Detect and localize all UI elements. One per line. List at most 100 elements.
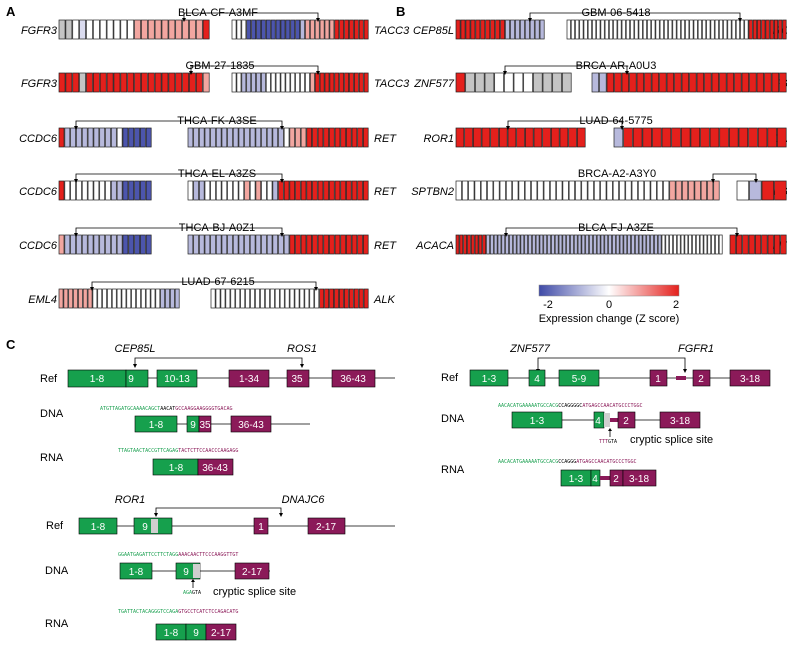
exon-cell-right	[621, 19, 626, 40]
exon-cell-left	[559, 127, 569, 148]
exon-cell-right	[614, 72, 622, 93]
exon-cell-right	[779, 72, 787, 93]
fusion-diagram-ror1-dnajc6: ROR1 DNAJC6 Ref 1-8 9 1 2-17 DNA GGAATGA…	[45, 494, 395, 641]
exon-cell-left	[625, 180, 632, 201]
exon-cell-right	[300, 180, 307, 201]
exon-cell-left	[653, 234, 658, 255]
fusion-junction-line	[505, 227, 738, 236]
exon-cell-right	[346, 127, 352, 148]
exon-cell-right	[198, 180, 205, 201]
exon-cell-right	[246, 72, 252, 93]
exon-label: 2	[623, 416, 629, 427]
exon-cell-left	[134, 19, 141, 40]
exon-cell-right	[754, 234, 762, 255]
exon-cell-right	[351, 127, 358, 148]
exon-cell-right	[215, 127, 222, 148]
gene-5prime-label: FGFR3	[21, 25, 58, 37]
exon-cell-left	[168, 72, 176, 93]
exon-cell-left	[134, 127, 140, 148]
exon-cell-right	[780, 234, 787, 255]
exon-cell-left	[577, 234, 582, 255]
exon-cell-right	[685, 19, 690, 40]
exon-cell-left	[93, 180, 100, 201]
exon-cell-right	[324, 19, 330, 40]
exon-label: 35	[199, 420, 211, 431]
exon-cell-right	[299, 288, 305, 309]
exon-cell-right	[244, 127, 250, 148]
exon-cell-left	[494, 72, 504, 93]
exon-cell-right	[225, 288, 231, 309]
exon-cell-left	[631, 180, 638, 201]
junction-arrow	[711, 179, 715, 183]
exon-cell-left	[87, 180, 94, 201]
exon-cell-right	[358, 19, 364, 40]
exon-cell-left	[58, 19, 66, 40]
exon-cell-right	[696, 72, 705, 93]
exon-cell-left	[116, 234, 123, 255]
exon-cell-left	[72, 19, 80, 40]
junction-arrow	[316, 71, 320, 75]
exon-cell-left	[707, 180, 714, 201]
exon-cell-left	[127, 72, 135, 93]
exon-cell-right	[339, 19, 345, 40]
exon-cell-right	[210, 127, 216, 148]
exon-cell-right	[210, 180, 216, 201]
junction-arrow	[90, 287, 94, 291]
exon-cell-left	[76, 234, 82, 255]
exon-cell-left	[478, 234, 483, 255]
exon-cell-left	[455, 72, 466, 93]
exon-cell-right	[600, 19, 605, 40]
exon-cell-left	[106, 19, 114, 40]
exon-cell-right	[280, 19, 286, 40]
exon-cell-left	[694, 180, 701, 201]
exon-cell-right	[210, 234, 216, 255]
exon-cell-left	[481, 127, 491, 148]
exon-cell-right	[278, 234, 284, 255]
exon-cell-left	[684, 234, 689, 255]
junction-arrow	[74, 126, 78, 130]
exon-cell-left	[145, 234, 152, 255]
exon-cell-left	[537, 180, 544, 201]
exon-label: 1-3	[569, 474, 584, 485]
exon-cell-left	[168, 19, 176, 40]
exon-cell-right	[329, 234, 335, 255]
exon-cell-left	[497, 234, 502, 255]
exon-label: 3-18	[670, 416, 690, 427]
exon-cell-left	[627, 234, 632, 255]
dna-sequence: ATGTTAGATGCAAAACAGCTAACATGCCAAGGAAGGGGTG…	[100, 406, 232, 412]
exon-cell-left	[581, 234, 586, 255]
exon-cell-right	[749, 72, 757, 93]
exon-cell-right	[251, 72, 257, 93]
exon-cell-left	[99, 180, 106, 201]
exon-cell-right	[289, 127, 296, 148]
exon-cell-right	[285, 19, 291, 40]
junction-arrow	[738, 18, 742, 22]
exon-cell-left	[134, 234, 140, 255]
exon-cell-right	[351, 180, 358, 201]
exon-cell-left	[699, 234, 704, 255]
exon-cell-right	[761, 180, 775, 201]
exon-cell-right	[289, 180, 296, 201]
exon-cell-left	[562, 180, 569, 201]
exon-label: 1-8	[90, 374, 105, 385]
row-label-dna: DNA	[45, 565, 69, 577]
exon-cell-right	[193, 127, 199, 148]
exon-cell-right	[346, 234, 352, 255]
exon-cell-right	[187, 234, 194, 255]
exon-label: 1-8	[149, 420, 164, 431]
exon-cell-left	[70, 127, 76, 148]
exon-cell-left	[161, 72, 169, 93]
exon-cell-left	[128, 234, 135, 255]
exon-cell-right	[283, 127, 290, 148]
exon-cell-right	[270, 72, 276, 93]
exon-cell-left	[155, 288, 161, 309]
exon-cell-left	[606, 180, 613, 201]
panel-b-fusion-heatmaps: GBM-06-5418CEP85LROBRCA-AR-A0U3ZNF577FGL…	[411, 7, 787, 255]
exon-cell-left	[673, 234, 677, 255]
exon-cell-left	[113, 72, 121, 93]
exon-cell-left	[154, 19, 162, 40]
exon-cell-right	[334, 234, 341, 255]
exon-cell-left	[489, 234, 494, 255]
